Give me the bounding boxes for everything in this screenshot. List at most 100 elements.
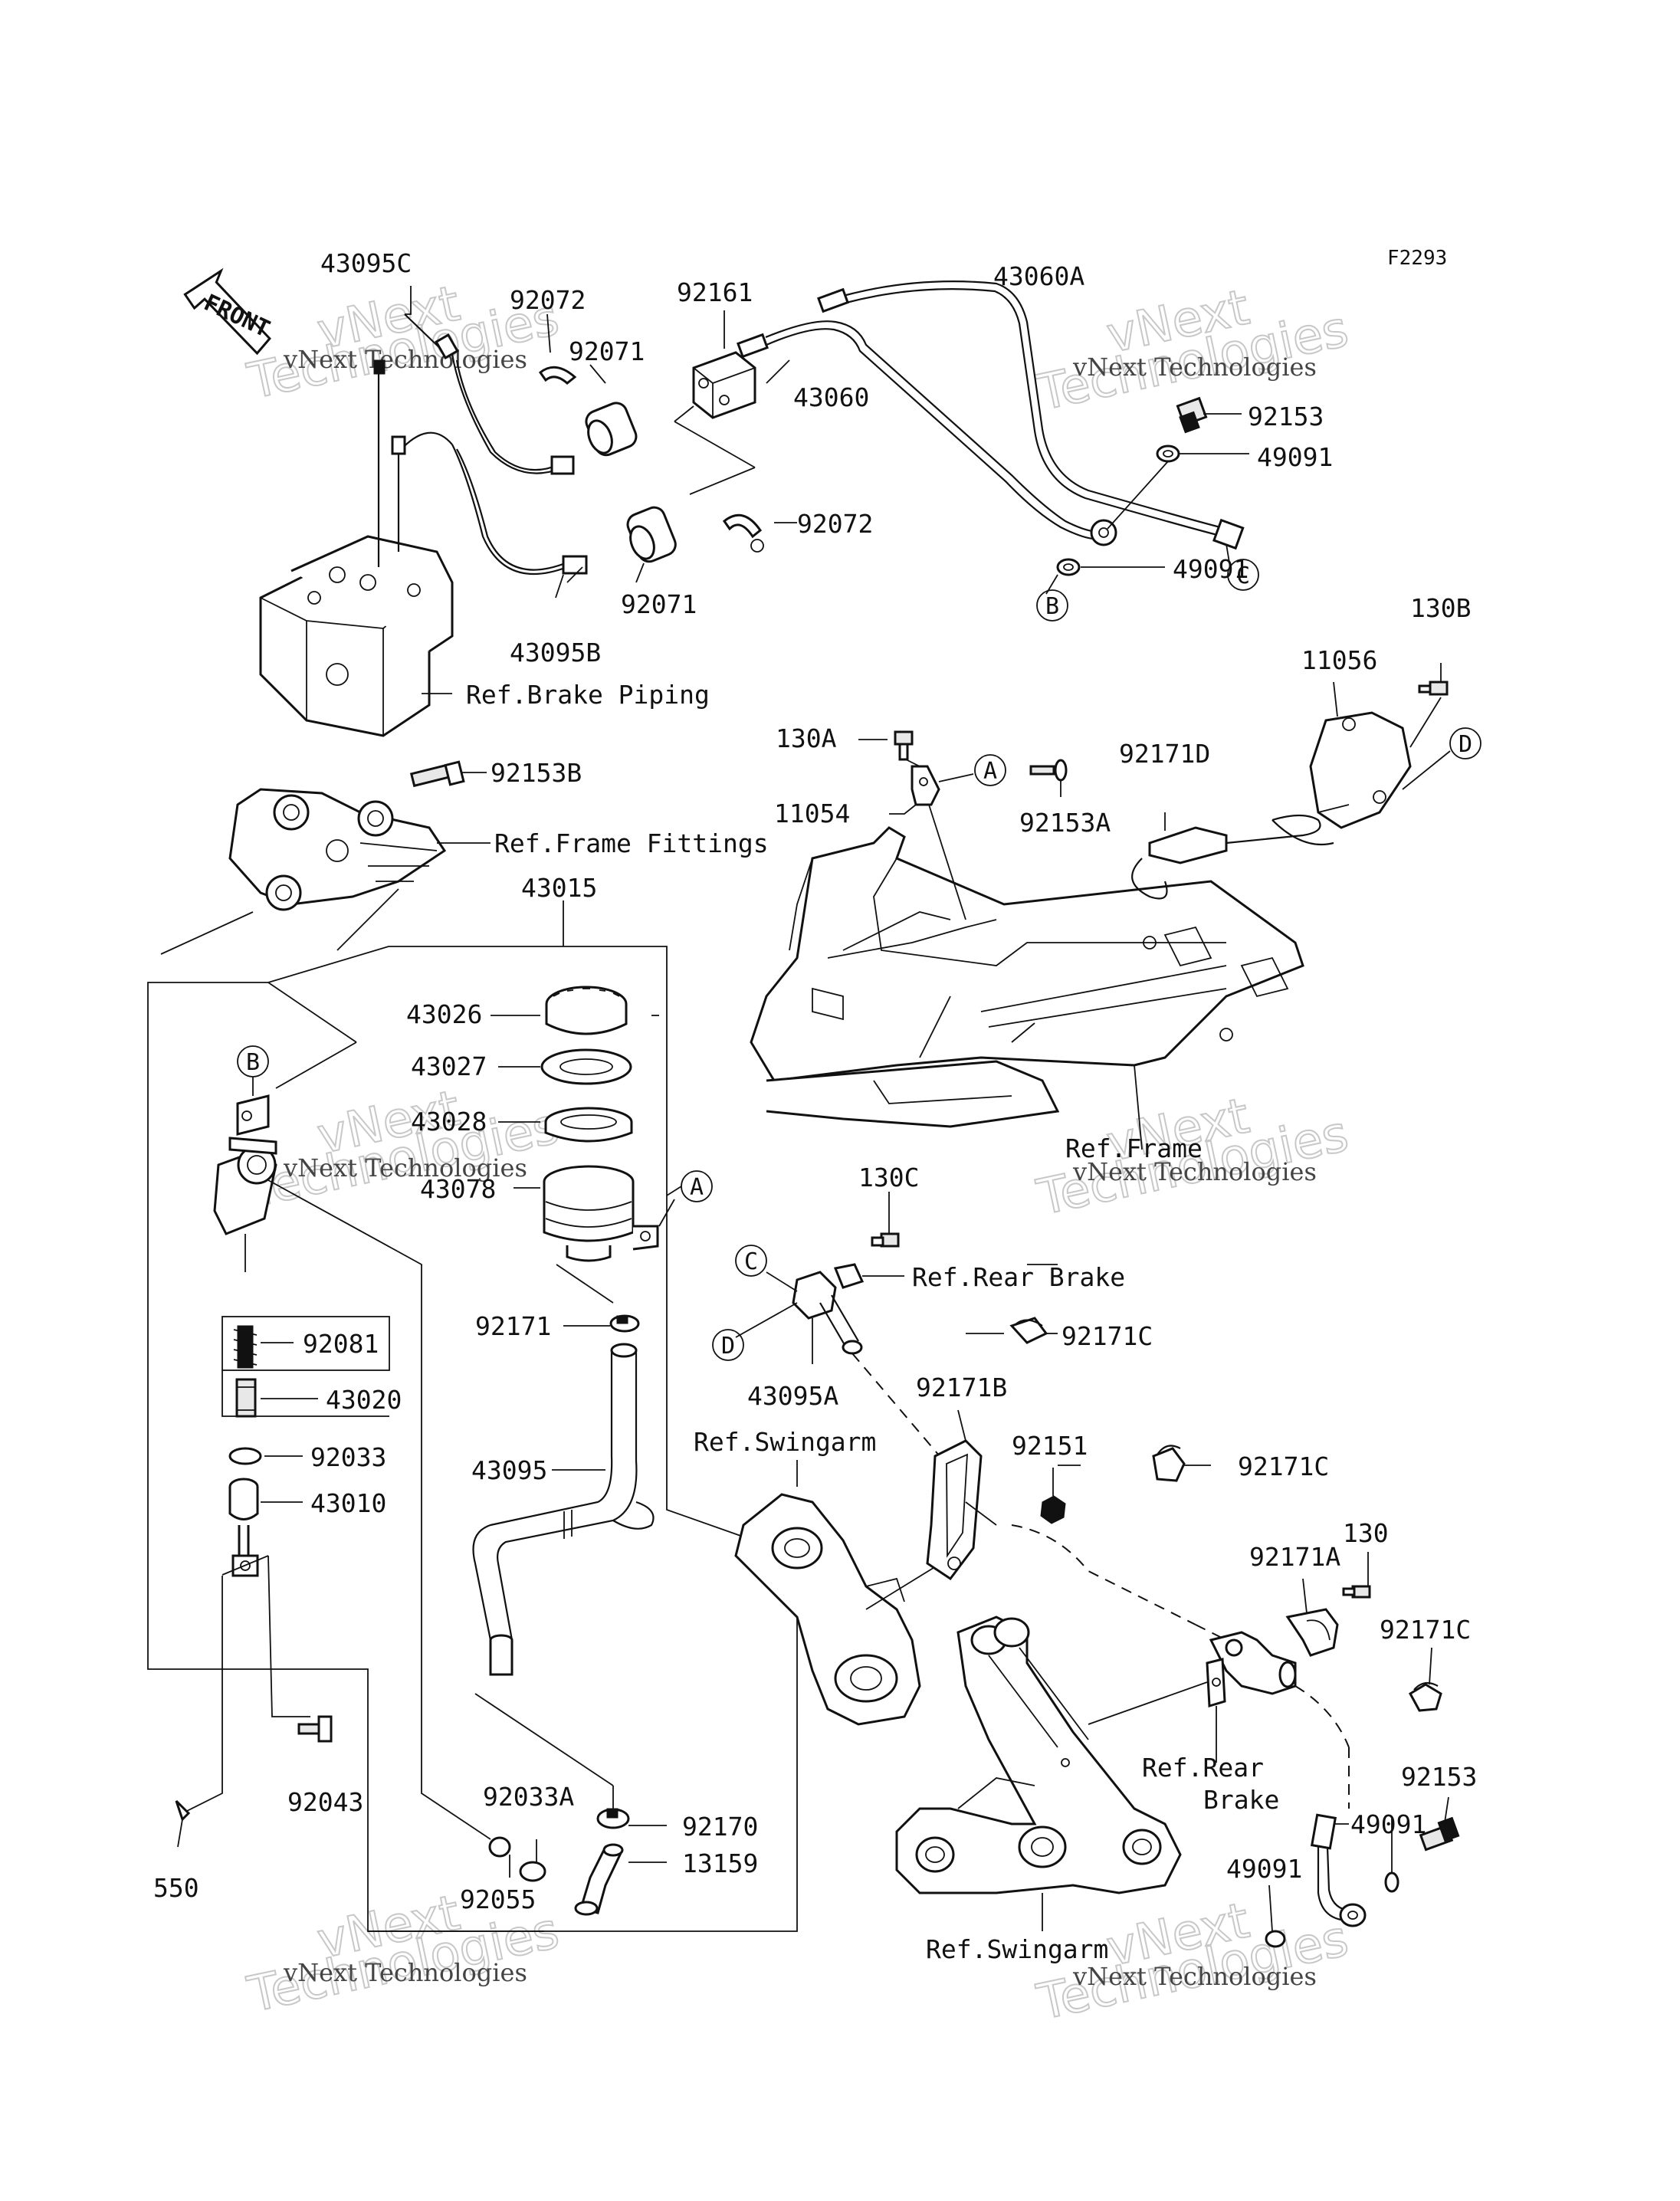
label-43010: 43010 [310,1488,386,1518]
label-43095B: 43095B [510,638,601,668]
callout-c-2: C [735,1245,767,1277]
ref-rear-brake-lower-line2: Brake [1203,1785,1279,1815]
front-label: FRONT [200,290,274,343]
pin-92043 [297,1715,333,1743]
label-130C: 130C [858,1163,919,1192]
svg-text:vNext Technologies: vNext Technologies [1072,353,1317,382]
brake-pipe-43095C [373,313,575,567]
rear-brake-switch [1195,1624,1350,1748]
label-49091-bottom: 49091 [1226,1854,1302,1884]
bracket-11056 [1309,681,1442,829]
bolt-130A [858,730,920,767]
ref-brake-piping: Ref.Brake Piping [466,680,710,710]
svg-text:vNext Technologies: vNext Technologies [283,1153,527,1183]
label-43095C: 43095C [320,248,412,278]
ref-frame-fittings: Ref.Frame Fittings [494,828,769,858]
label-49091-upper: 49091 [1257,442,1333,472]
bracket-92171A [1285,1578,1339,1657]
brake-pipe-43060 [737,320,1117,546]
svg-text:C: C [744,1248,758,1275]
label-43095A: 43095A [747,1381,838,1411]
clamp-92170 [596,1786,630,1829]
label-92153B: 92153B [491,758,582,788]
label-49091-lower: 49091 [1173,554,1249,584]
clamp-92171D [1131,804,1350,900]
spring-92081 [221,1316,390,1371]
swingarm-left-section [734,1460,966,1726]
svg-text:vNext Technologies: vNext Technologies [283,1958,527,1987]
bolt-130 [1342,1552,1371,1599]
label-92151: 92151 [1012,1431,1088,1461]
washer-49091-lower [1045,558,1165,595]
callout-c-1: C [1226,543,1259,591]
bracket-92171B [926,1409,997,1581]
grommet-92071-upper [585,402,638,457]
frame-assembly [750,826,1304,1150]
label-92081: 92081 [303,1329,379,1359]
label-130: 130 [1343,1518,1389,1548]
label-92071-lower: 92071 [621,589,697,619]
reservoir-43078 [543,1165,659,1304]
label-92171C-upper: 92171C [1061,1321,1153,1351]
plate-43027 [540,1048,632,1085]
label-92043: 92043 [287,1787,363,1817]
label-43028: 43028 [411,1107,487,1137]
clip-92072-upper [538,366,577,385]
label-13159: 13159 [682,1848,758,1878]
nut-92151 [1011,1468,1196,1625]
svg-text:vNext Technologies: vNext Technologies [283,345,527,374]
label-550: 550 [153,1873,199,1903]
figure-code: F2293 [1387,247,1447,270]
label-92153-lower: 92153 [1401,1762,1477,1792]
svg-text:vNext Technologies: vNext Technologies [1072,1157,1317,1186]
front-arrow-icon: FRONT [183,267,274,356]
ref-rear-brake-lower-line1: Ref.Rear [1142,1753,1264,1783]
label-92055: 92055 [460,1884,536,1914]
label-92071-upper: 92071 [569,336,645,366]
callout-b-1: B [1036,589,1068,622]
label-92072-upper: 92072 [510,285,586,315]
svg-text:vNext Technologies: vNext Technologies [1072,1962,1317,1991]
label-92072-lower: 92072 [797,509,873,539]
rear-brake-hose-lower [1310,1747,1367,1927]
label-43020: 43020 [326,1385,402,1415]
callout-d-1: D [1402,727,1481,790]
label-92171D: 92171D [1119,739,1210,769]
washer-49091-bottom [1265,1884,1286,1948]
bolt-92153A [1029,759,1068,797]
svg-text:B: B [1045,593,1059,620]
label-130B: 130B [1410,593,1471,623]
svg-text:A: A [690,1174,704,1201]
fitting-13159 [574,1843,624,1916]
clamp-92171 [609,1314,640,1333]
label-92171B: 92171B [916,1373,1007,1402]
bracket-ref-rear-brake [1088,1658,1226,1763]
bracket-11054 [889,765,974,920]
callout-a-1: A [974,754,1006,786]
circlip-92033 [228,1447,262,1465]
svg-text:D: D [1459,731,1472,758]
clamp-92171C-upper [1009,1317,1058,1344]
label-43095: 43095 [471,1455,547,1485]
cap-43026 [545,986,628,1035]
callout-b-2: B [237,1045,269,1078]
washer-49091-right [1384,1816,1399,1893]
circlip-92033A [519,1839,546,1882]
ref-rear-brake-upper: Ref.Rear Brake [912,1262,1125,1292]
label-11056: 11056 [1301,645,1377,675]
label-92033: 92033 [310,1442,386,1472]
piston-43020 [221,1370,389,1418]
label-130A: 130A [776,723,837,753]
label-11054: 11054 [774,799,850,828]
cotter-pin-550 [175,1799,191,1848]
bolt-92153-lower [1419,1796,1460,1852]
brake-hose-43095A [735,1271,966,1488]
clip-rear-brake [833,1263,904,1289]
svg-text:C: C [1236,563,1250,589]
label-43027: 43027 [411,1051,487,1081]
clip-92072-lower [722,513,764,553]
bolt-92153-upper [1176,396,1242,434]
bolt-130C [871,1192,900,1248]
